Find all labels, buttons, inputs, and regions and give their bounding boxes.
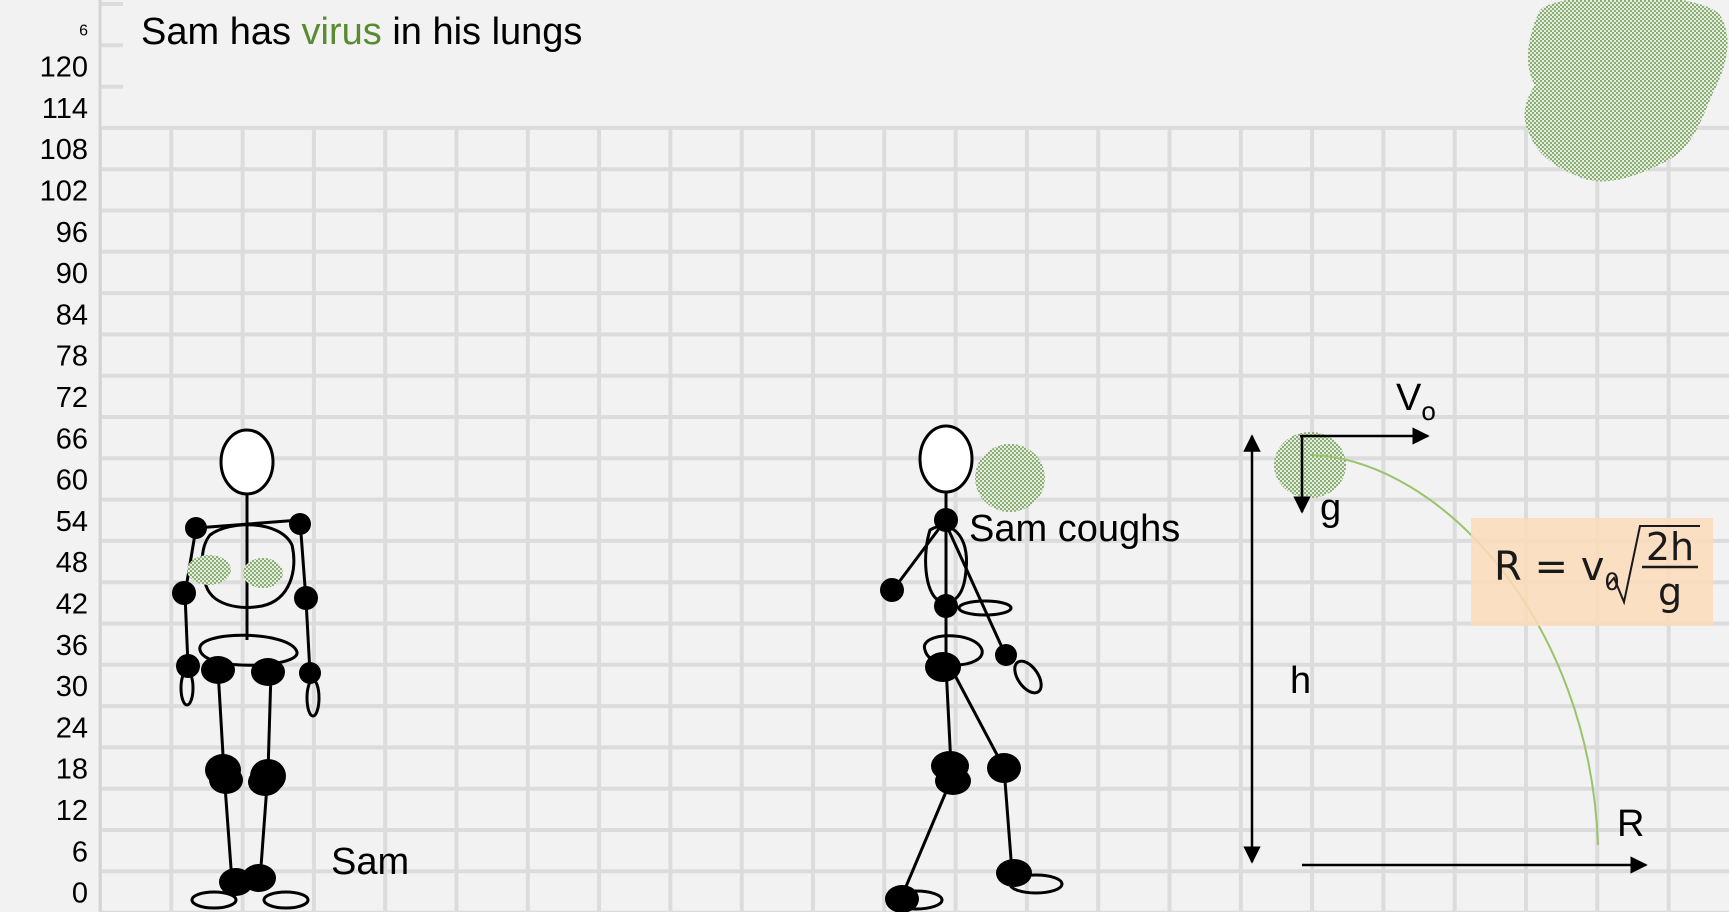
row-number-list: 6120114108102969084787266605448423630241… <box>40 22 88 909</box>
projectile-virus-blob <box>1274 432 1346 498</box>
row-number: 78 <box>56 341 88 373</box>
row-number: 0 <box>72 878 88 910</box>
label-gravity: g <box>1320 487 1341 529</box>
velocity-symbol: V <box>1396 377 1422 419</box>
virus-lung-left <box>187 555 231 585</box>
cough-hip-ring <box>957 599 1013 617</box>
row-number: 6 <box>72 836 88 868</box>
row-number: 24 <box>56 712 88 744</box>
cough-head <box>918 424 974 494</box>
cough-virus-cloud <box>975 444 1045 512</box>
row-number: 18 <box>56 754 88 786</box>
row-header-column <box>0 0 100 912</box>
label-sam-coughs: Sam coughs <box>969 508 1180 550</box>
row-number: 36 <box>56 630 88 662</box>
row-number: 108 <box>40 134 88 166</box>
row-number: 12 <box>56 795 88 827</box>
formula-subscript: 0 <box>1604 568 1619 596</box>
row-number: 30 <box>56 671 88 703</box>
cough-hand-right <box>1013 659 1043 695</box>
page-title: Sam has virus in his lungs <box>141 11 582 53</box>
virus-lung-right <box>243 558 283 588</box>
row-number: 48 <box>56 547 88 579</box>
row-number: 102 <box>40 176 88 208</box>
range-formula: R = v0 2h g <box>1471 518 1713 626</box>
row-number: 72 <box>56 382 88 414</box>
formula-radical <box>1607 525 1700 606</box>
row-number: 114 <box>42 93 88 125</box>
row-number: 120 <box>40 52 88 84</box>
row-number: 6 <box>79 22 88 39</box>
virus-cloud-large <box>1524 0 1728 182</box>
sam-head <box>219 428 275 496</box>
cough-ribcage <box>924 524 969 604</box>
formula-lhs: R = v0 <box>1494 544 1620 596</box>
row-number: 42 <box>56 589 88 621</box>
row-number: 60 <box>56 465 88 497</box>
label-range: R <box>1617 803 1644 845</box>
row-number: 90 <box>56 258 88 290</box>
title-suffix: in his lungs <box>382 11 583 53</box>
row-number: 54 <box>56 506 88 538</box>
title-prefix: Sam has <box>141 11 302 53</box>
velocity-subscript: o <box>1421 396 1435 426</box>
row-number: 66 <box>56 423 88 455</box>
title-highlight: virus <box>302 11 382 53</box>
figure-sam-coughing <box>888 424 1064 911</box>
formula-background <box>1471 518 1713 626</box>
row-number: 84 <box>56 299 88 331</box>
cough-joints <box>880 508 1032 912</box>
label-sam: Sam <box>331 841 409 883</box>
label-velocity: Vo <box>1396 377 1436 426</box>
label-height: h <box>1290 660 1311 702</box>
row-number: 96 <box>56 217 88 249</box>
sam-left-foot <box>190 890 238 910</box>
sam-right-foot <box>262 890 310 910</box>
sam-joints <box>172 513 321 896</box>
formula-denominator: g <box>1658 570 1682 614</box>
formula-numerator: 2h <box>1646 525 1694 569</box>
